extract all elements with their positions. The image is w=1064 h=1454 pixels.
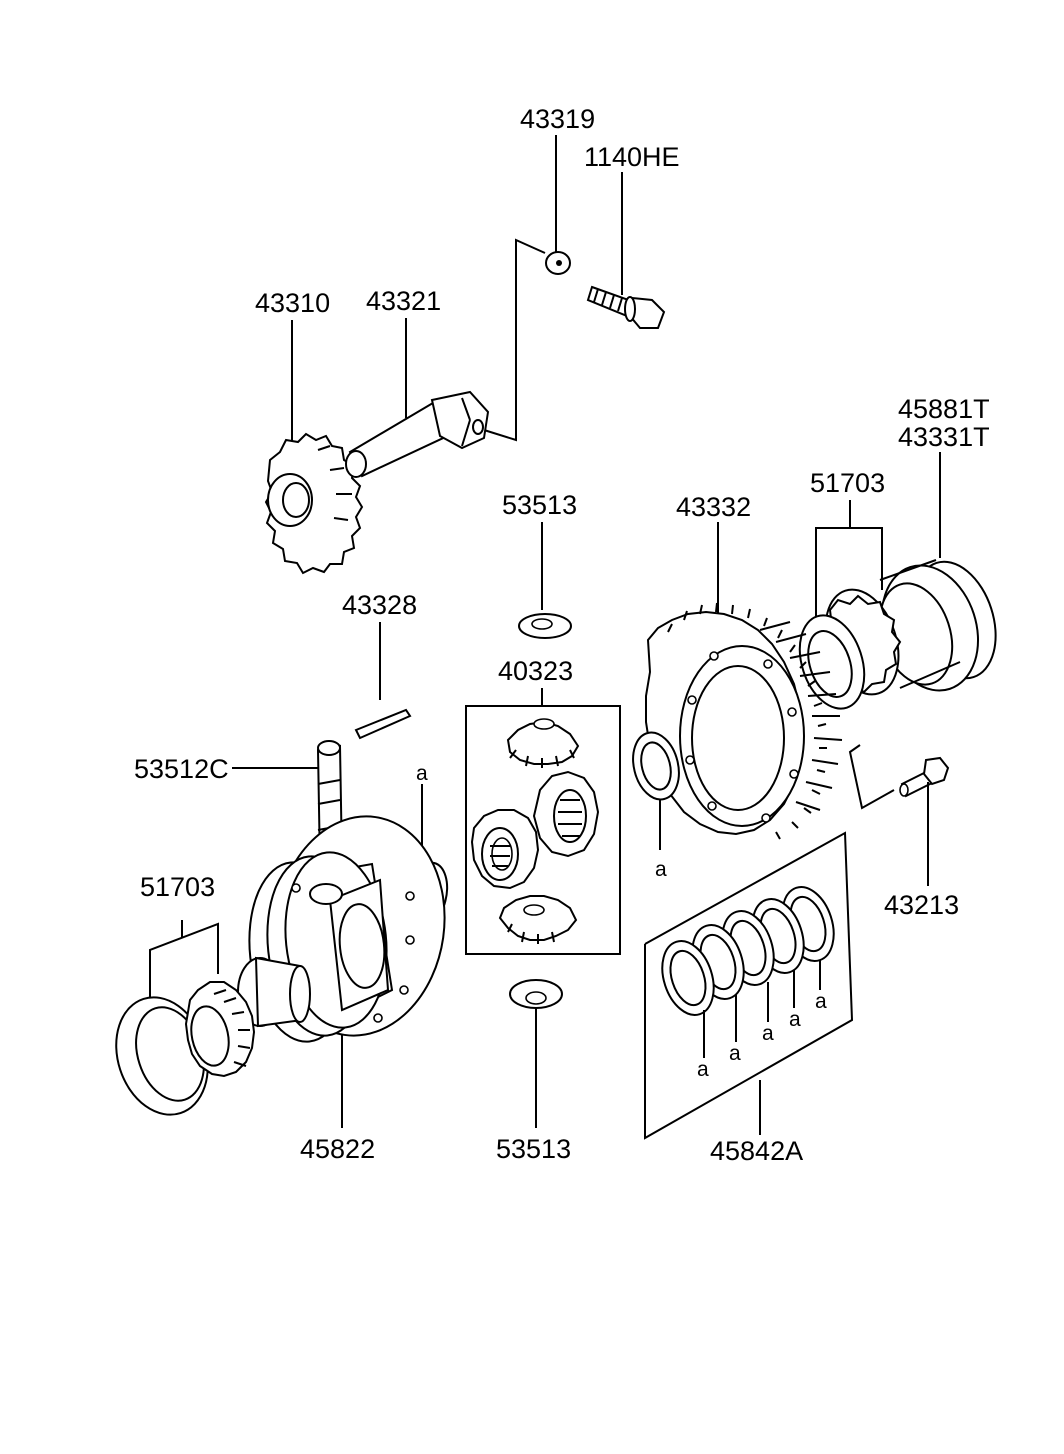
callout-a-shim-5: a [697,1058,709,1081]
label-51703-left: 51703 [140,872,215,902]
callout-a-gear-shim: a [655,858,667,881]
label-43321: 43321 [366,286,441,316]
part-45842A-shim-set [644,831,854,1140]
label-45842A: 45842A [710,1136,803,1166]
label-43328: 43328 [342,590,417,620]
label-43331T: 43331T [898,422,990,452]
callout-a-shim-4: a [729,1042,741,1065]
label-53513-bottom: 53513 [496,1134,571,1164]
label-1140HE: 1140HE [584,142,680,172]
label-40323: 40323 [498,656,573,686]
callout-a-shim-2: a [789,1008,801,1031]
callout-a-case-shim: a [416,762,428,785]
part-51703-bearing-right [798,500,902,710]
label-43332: 43332 [676,492,751,522]
part-43310-driven-gear [264,320,364,575]
part-45822-differential-case [237,815,446,1128]
label-43319: 43319 [520,104,595,134]
label-45822: 45822 [300,1134,375,1164]
part-53513-washer-bottom [509,979,563,1128]
callout-a-shim-3: a [762,1022,774,1045]
part-53513-washer-top [518,522,572,639]
part-43332-final-gear [645,522,843,840]
label-53512C: 53512C [134,754,229,784]
label-53513-top: 53513 [502,490,577,520]
callout-a-shim-1: a [815,990,827,1013]
label-43213: 43213 [884,890,959,920]
label-45881T: 45881T [898,394,990,424]
part-45881T-43331T-race-shim [878,452,997,692]
part-43213-bolt [848,744,950,886]
label-51703-right: 51703 [810,468,885,498]
part-43319-washer [545,135,571,275]
part-51703-bearing-left [115,920,256,1116]
part-shim-a-left-of-gear [632,731,680,850]
part-1140HE-bolt [586,172,666,329]
part-43328-pin [354,622,412,740]
part-43321-sleeve [345,318,490,478]
label-43310: 43310 [255,288,330,318]
part-40323-pinion-gear-set [465,688,621,955]
